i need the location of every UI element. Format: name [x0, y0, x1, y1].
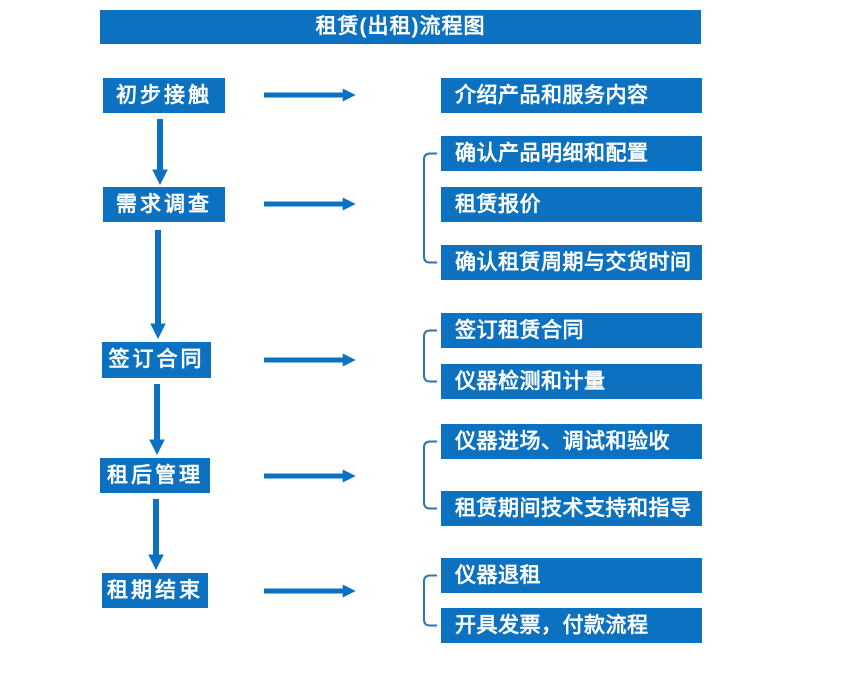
step-box-rental-end: 租期结束 — [102, 573, 208, 608]
step-box-sign-contract: 签订合同 — [102, 342, 211, 378]
output-box-technical-support: 租赁期间技术支持和指导 — [441, 491, 702, 526]
flowchart-title: 租赁(出租)流程图 — [100, 10, 701, 44]
output-box-invoice-payment: 开具发票，付款流程 — [441, 608, 702, 643]
bracket-connector-group-4 — [423, 440, 437, 510]
output-box-instrument-testing: 仪器检测和计量 — [441, 364, 702, 399]
output-box-instrument-return: 仪器退租 — [441, 558, 702, 593]
step-box-initial-contact: 初步接触 — [103, 78, 225, 113]
step-box-demand-survey: 需求调查 — [103, 187, 225, 222]
bracket-connector-group-2 — [423, 152, 437, 264]
output-box-introduce-products: 介绍产品和服务内容 — [441, 78, 702, 113]
output-box-instrument-entry-acceptance: 仪器进场、调试和验收 — [441, 424, 702, 459]
bracket-connector-group-5 — [423, 574, 437, 627]
bracket-connector-group-3 — [423, 329, 437, 383]
output-box-confirm-rental-period: 确认租赁周期与交货时间 — [441, 245, 702, 280]
output-box-confirm-product-details: 确认产品明细和配置 — [441, 136, 702, 171]
output-box-rental-quote: 租赁报价 — [441, 187, 702, 222]
step-box-post-rental-management: 租后管理 — [100, 458, 210, 493]
output-box-sign-rental-contract: 签订租赁合同 — [441, 313, 702, 348]
